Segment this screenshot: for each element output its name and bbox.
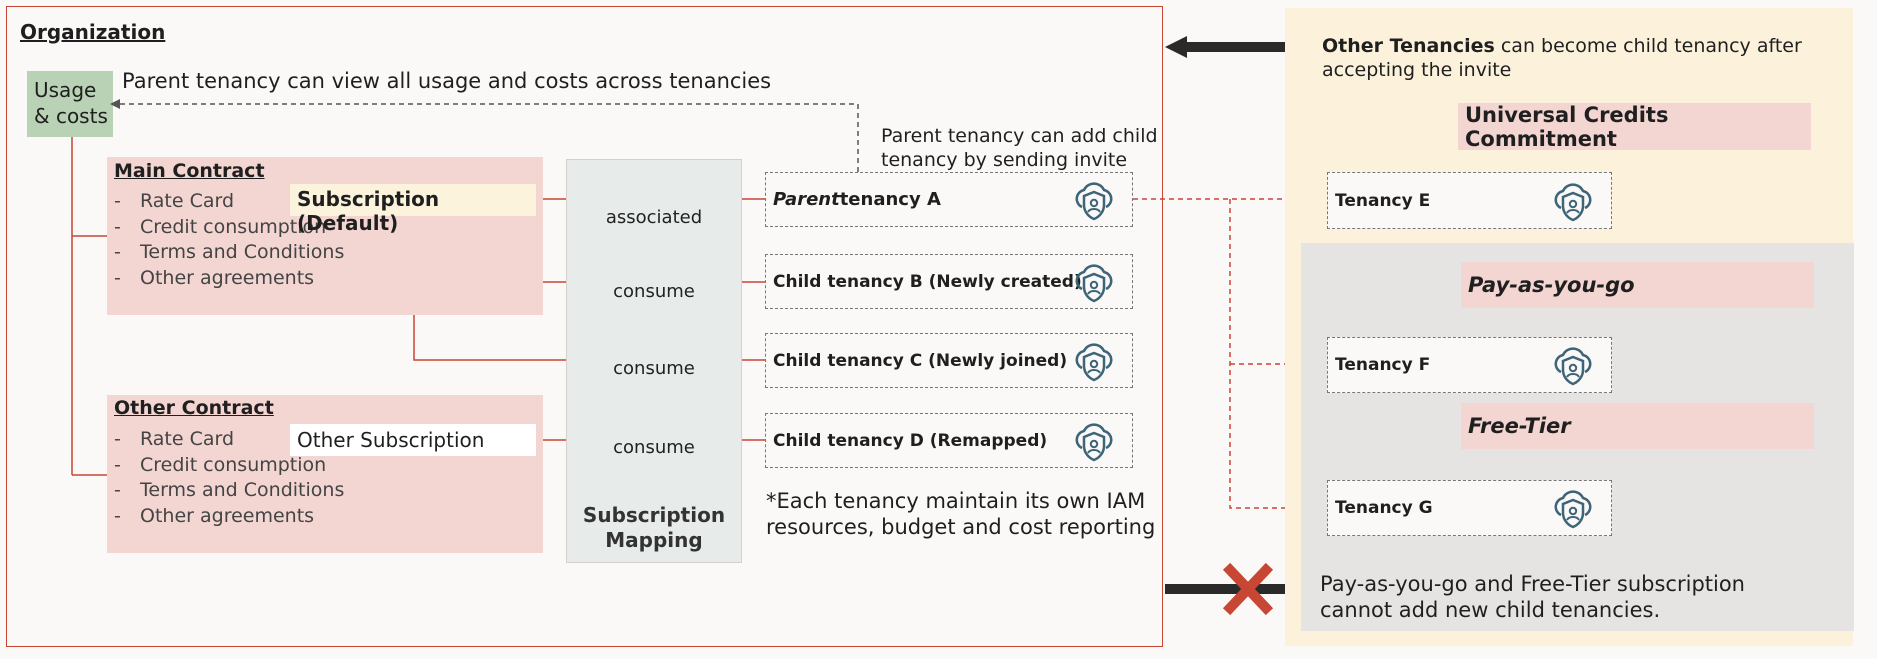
tenancy-icon xyxy=(1554,183,1592,222)
main-contract-items: -Rate Card -Credit consumption -Terms an… xyxy=(107,182,543,291)
organization-title: Organization xyxy=(20,20,166,44)
usage-line-2: & costs xyxy=(34,104,108,128)
subscription-other: Other Subscription xyxy=(290,424,536,456)
tenancy-icon xyxy=(1075,423,1113,462)
tenancy-icon xyxy=(1075,264,1113,303)
mapping-label-consume-c: consume xyxy=(613,358,695,379)
mapping-label-consume-d: consume xyxy=(613,437,695,458)
invite-arrow-head xyxy=(1165,36,1187,58)
tenancy-icon xyxy=(1554,347,1592,386)
add-child-note: Parent tenancy can add child tenancy by … xyxy=(881,125,1158,171)
list-item: -Credit consumption xyxy=(114,215,327,238)
subscription-default: Subscription (Default) xyxy=(290,184,536,235)
organization-frame xyxy=(6,6,1163,647)
other-contract-title: Other Contract xyxy=(114,397,274,419)
free-tier-label: Free-Tier xyxy=(1461,403,1814,449)
usage-line-1: Usage xyxy=(34,78,97,102)
list-item: -Rate Card xyxy=(114,190,235,212)
cross-icon xyxy=(1222,562,1274,616)
ucc-label: Universal Credits Commitment xyxy=(1458,103,1811,151)
other-tenancies-note: Other Tenancies can become child tenancy… xyxy=(1322,35,1802,81)
contract-bracket xyxy=(71,137,107,476)
other-contract-items: -Rate Card -Credit consumption -Terms an… xyxy=(107,419,543,529)
payg-label: Pay-as-you-go xyxy=(1461,262,1814,308)
mapping-label-associated: associated xyxy=(605,207,703,228)
usage-costs-box: Usage & costs xyxy=(27,71,113,137)
list-item: -Credit consumption xyxy=(114,453,327,476)
main-contract-box: Main Contract -Rate Card -Credit consump… xyxy=(107,157,543,315)
mapping-label-consume-b: consume xyxy=(613,281,695,302)
subscription-mapping-panel xyxy=(566,159,742,563)
tenancy-a: Parent tenancy A xyxy=(765,172,1133,227)
tenancy-c: Child tenancy C (Newly joined) xyxy=(765,333,1133,388)
iam-note: *Each tenancy maintain its own IAM resou… xyxy=(766,489,1156,539)
list-item: -Terms and Conditions xyxy=(114,241,345,263)
tenancy-g: Tenancy G xyxy=(1327,480,1612,536)
tenancy-b: Child tenancy B (Newly created) xyxy=(765,254,1133,309)
tenancy-icon xyxy=(1075,182,1113,221)
restriction-note: Pay-as-you-go and Free-Tier subscription… xyxy=(1320,572,1745,622)
list-item: -Terms and Conditions xyxy=(114,479,345,501)
main-contract-title: Main Contract xyxy=(114,160,265,182)
list-item: -Rate Card xyxy=(114,428,235,450)
tenancy-d: Child tenancy D (Remapped) xyxy=(765,413,1133,468)
subscription-mapping-title: Subscription Mapping xyxy=(582,503,726,552)
list-item: -Other agreements xyxy=(114,266,315,289)
tenancy-icon xyxy=(1075,343,1113,382)
usage-dashed-arrow xyxy=(110,99,859,172)
tenancy-e: Tenancy E xyxy=(1327,172,1612,229)
tenancy-f: Tenancy F xyxy=(1327,337,1612,393)
other-contract-box: Other Contract -Rate Card -Credit consum… xyxy=(107,395,543,553)
usage-label: Parent tenancy can view all usage and co… xyxy=(122,69,772,93)
tenancy-icon xyxy=(1554,490,1592,529)
list-item: -Other agreements xyxy=(114,504,315,527)
